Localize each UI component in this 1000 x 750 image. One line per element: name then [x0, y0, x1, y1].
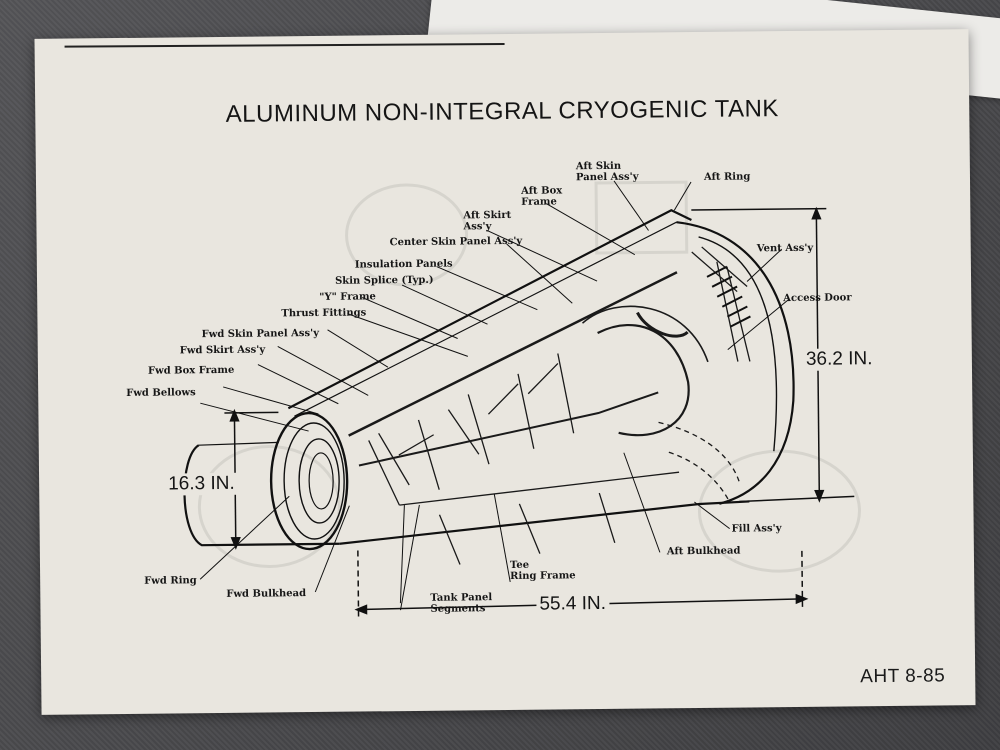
document-sheet: ALUMINUM NON-INTEGRAL CRYOGENIC TANK 16.…	[34, 29, 976, 715]
label-fwd-bellows: Fwd Bellows	[126, 387, 196, 399]
label-access-door: Access Door	[783, 292, 852, 305]
label-tee-ring-frame: Tee Ring Frame	[509, 559, 576, 582]
leader-lines	[199, 180, 790, 611]
label-aft-bulkhead: Aft Bulkhead	[666, 545, 741, 558]
label-aft-box-frame: Aft Box Frame	[521, 185, 563, 208]
dimension-length: 55.4 IN.	[536, 592, 610, 616]
label-fill: Fill Ass'y	[731, 523, 782, 535]
label-fwd-bulkhead: Fwd Bulkhead	[226, 588, 307, 600]
label-skin-splice: Skin Splice (Typ.)	[334, 274, 434, 287]
label-aft-skin-panel: Aft Skin Panel Ass'y	[575, 160, 639, 184]
tank-outline	[183, 209, 795, 551]
label-insulation-panels: Insulation Panels	[354, 258, 453, 271]
label-fwd-box-frame: Fwd Box Frame	[147, 364, 235, 377]
top-rule	[64, 42, 505, 48]
vent-assembly-graphic	[706, 265, 751, 328]
label-fwd-skin-panel: Fwd Skin Panel Ass'y	[201, 327, 320, 341]
tank-diagram	[64, 42, 861, 621]
label-fwd-skirt: Fwd Skirt Ass'y	[179, 344, 266, 357]
label-fwd-ring: Fwd Ring	[144, 575, 197, 587]
label-aft-ring: Aft Ring	[703, 171, 751, 183]
internal-structure	[348, 246, 751, 565]
dimension-fwd-diameter: 16.3 IN.	[165, 472, 238, 496]
page-number: AHT 8-85	[860, 665, 946, 688]
label-aft-skirt: Aft Skirt Ass'y	[463, 209, 512, 233]
label-y-frame: "Y" Frame	[319, 291, 376, 303]
bleed-through	[197, 180, 861, 573]
label-tank-panel-segments: Tank Panel Segments	[430, 592, 493, 615]
label-center-skin-panel: Center Skin Panel Ass'y	[389, 235, 523, 249]
label-vent: Vent Ass'y	[756, 242, 814, 255]
dimension-aft-diameter: 36.2 IN.	[802, 348, 876, 371]
label-thrust-fittings: Thrust Fittings	[281, 307, 367, 320]
